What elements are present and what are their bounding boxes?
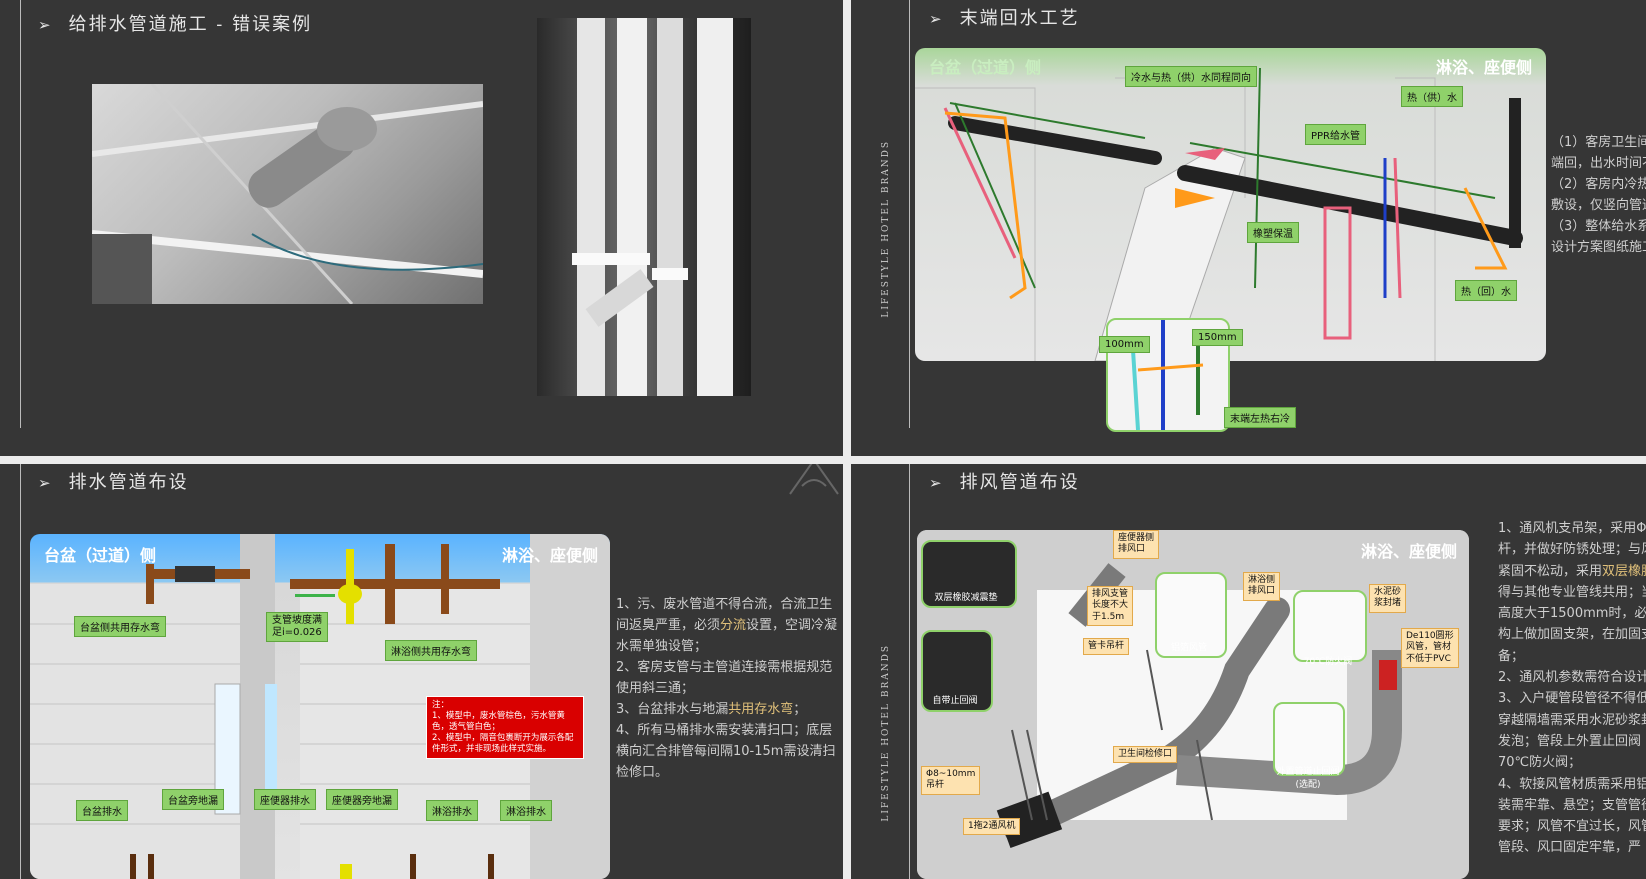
bullet-arrow-icon: ➢ [929,474,944,492]
label-basin-floor-drain: 台盆旁地漏 [162,789,224,810]
photo-vertical-pipes [537,18,751,396]
exhaust-diagram: 淋浴、座便侧 双层橡胶减震垫 自带止回阀 座便器侧 排风口 排风支管 长度不大 … [917,530,1469,879]
label-check-valve: 自带止回阀 [932,696,978,706]
drainage-text: 1、污、废水管道不得合流，合流卫生 间返臭严重，必须分流设置，空调冷凝 水需单独… [616,597,838,780]
label-outer-check: 外置管道止回阀 (选配) [1276,767,1340,790]
label-slope: 支管坡度满 足i=0.026 [266,612,328,642]
label-shower-drain-2: 淋浴排水 [500,800,552,821]
label-basin-drain: 台盆排水 [76,800,128,821]
divider-line [909,0,910,428]
label-same-direction: 冷水与热（供）水同程同向 [1125,66,1257,87]
return-water-text: （1）客房卫生间 端回，出水时间不 （2）客房内冷热 敷设，仅竖向管道 （3）整… [1551,135,1646,255]
label-rod: Φ8~10mm 吊杆 [921,766,981,795]
label-toilet-drain: 座便器排水 [254,789,316,810]
bullet-arrow-icon: ➢ [38,474,53,492]
slide-error-cases: ➢给排水管道施工 - 错误案例 [0,0,843,456]
inset-check-valve [921,630,993,712]
inset-alu-duct [1155,572,1227,658]
label-insulation: 橡塑保温 [1247,222,1299,243]
right-corner-label: 淋浴、座便侧 [1435,58,1532,77]
divider-line [20,464,21,879]
label-de110: De110圆形 风管，管材 不低于PVC [1401,628,1459,668]
label-ppr: PPR给水管 [1305,124,1367,145]
label-toilet-floor-drain: 座便器旁地漏 [326,789,398,810]
label-shower-vent: 淋浴侧 排风口 [1243,572,1281,601]
water-diagram: 台盆（过道）侧 淋浴、座便侧 冷水与热（供）水同程同向 热（供）水 PPR给水管… [915,48,1546,361]
slide-return-water: LIFESTYLE HOTEL BRANDS ➢末端回水工艺 [851,0,1646,456]
photo-ceiling-pipes [92,84,483,304]
label-fan: 1拖2通风机 [963,818,1021,836]
label-mortar: 水泥砂 浆封堵 [1369,584,1407,613]
divider-line [20,0,21,428]
drainage-diagram: 台盆（过道）侧 淋浴、座便侧 台盆侧共用存水弯 支管坡度满 足i=0.026 淋… [30,534,610,879]
label-toilet-vent: 座便器侧 排风口 [1113,530,1160,559]
slide-title: ➢给排水管道施工 - 错误案例 [38,14,313,35]
brand-vertical-text: LIFESTYLE HOTEL BRANDS [881,140,891,318]
label-basin-trap: 台盆侧共用存水弯 [74,616,166,637]
slide-exhaust: LIFESTYLE HOTEL BRANDS ➢排风管道布设 淋浴、座便侧 双层… [851,464,1646,879]
label-pipe-clamp: 管卡吊杆 [1083,638,1130,656]
bullet-arrow-icon: ➢ [929,10,944,28]
label-shower-drain-1: 淋浴排水 [426,800,478,821]
label-fire-valve: 70℃防火阀 [1303,657,1353,667]
left-corner-label: 台盆（过道）侧 [44,546,157,565]
slide-title: ➢排风管道布设 [929,472,1080,493]
right-corner-label: 淋浴、座便侧 [1360,542,1457,561]
slide-title: ➢末端回水工艺 [929,8,1080,29]
inset-double-rubber [921,540,1017,608]
inset-outer-check [1273,702,1345,776]
bullet-arrow-icon: ➢ [38,16,53,34]
brand-logo-icon [789,464,839,495]
label-hot-return: 热（回）水 [1455,280,1517,301]
label-vent-length: 排风支管 长度不大 于1.5m [1087,586,1134,626]
slide-drainage: ➢排水管道布设 [0,464,843,879]
label-hot-supply: 热（供）水 [1401,86,1463,107]
label-alu-duct: 铝箔风管 [1170,643,1207,653]
exhaust-text: 1、通风机支吊架，采用Φ 杆，并做好防锈处理；与风 紧固不松动，采用双层橡胶 得… [1498,521,1646,856]
right-corner-label: 淋浴、座便侧 [501,546,598,565]
label-double-rubber: 双层橡胶减震垫 [934,593,998,603]
slide-title: ➢排水管道布设 [38,472,189,493]
brand-vertical-text: LIFESTYLE HOTEL BRANDS [881,644,891,822]
inset-fire-valve [1293,590,1367,662]
label-end-note: 末端左热右冷 [1224,407,1296,428]
left-corner-label: 台盆（过道）侧 [929,58,1042,77]
label-100mm: 100mm [1099,336,1150,353]
label-150mm: 150mm [1192,329,1243,346]
model-note: 注： 1、模型中，废水管棕色，污水管黄色，透气管白色； 2、模型中，隔音包裹断开… [426,696,584,759]
label-inspection: 卫生间检修口 [1113,746,1178,764]
label-shower-trap: 淋浴侧共用存水弯 [385,640,477,661]
divider-line [909,464,910,879]
